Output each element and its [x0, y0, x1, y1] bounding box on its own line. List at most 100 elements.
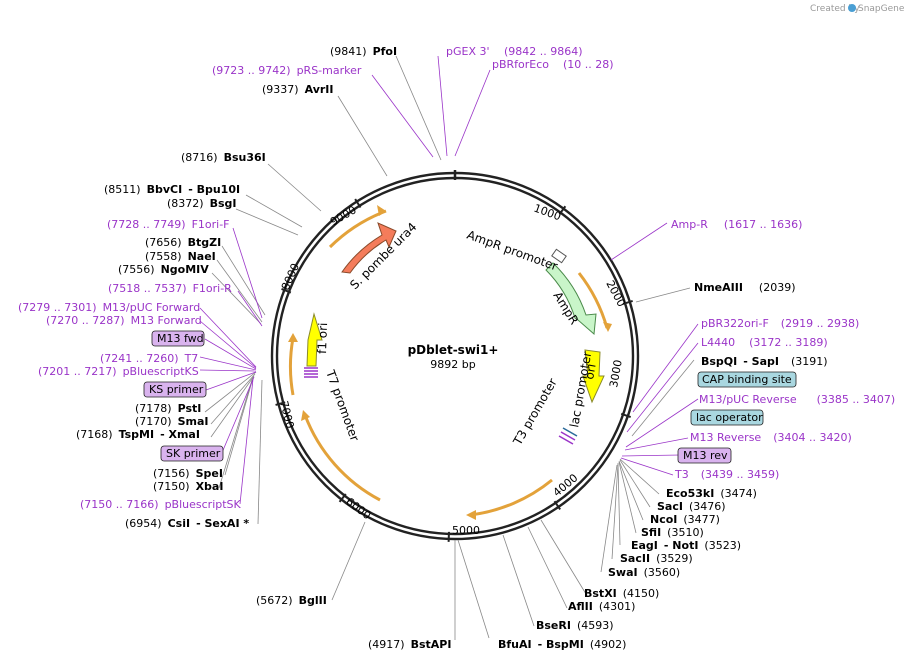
- svg-text:L4440(3172 .. 3189): L4440 (3172 .. 3189): [701, 336, 828, 349]
- t3-range: (3439 .. 3459): [701, 468, 780, 481]
- arrow-f1-ori-region: [288, 337, 295, 396]
- pbr322-name[interactable]: pBR322ori-F: [701, 317, 769, 330]
- bssk-name[interactable]: pBluescriptSK: [165, 498, 242, 511]
- btgzi-name[interactable]: BtgZI: [188, 236, 222, 249]
- svg-text:(7279 .. 7301)M13/pUC Forward: (7279 .. 7301)M13/pUC Forward: [18, 301, 200, 314]
- m13pucrev-name[interactable]: M13/pUC Reverse: [699, 393, 797, 406]
- smai-name[interactable]: SmaI: [178, 415, 209, 428]
- f1-ori-arrow: [306, 312, 323, 367]
- bspmi-name[interactable]: - BspMI: [538, 638, 584, 651]
- bstxi-position: (4150): [623, 587, 660, 600]
- eco53ki-name[interactable]: Eco53kI: [666, 487, 714, 500]
- sacii-name[interactable]: SacII: [620, 552, 650, 565]
- svg-text:(7170)SmaI: (7170) SmaI: [135, 415, 208, 428]
- tick-label-8000: 8000: [279, 261, 302, 292]
- smai-position: (7170): [135, 415, 172, 428]
- sfii-name[interactable]: SfiI: [641, 526, 661, 539]
- svg-text:(8716)Bsu36I: (8716)Bsu36I: [181, 151, 266, 164]
- prs-marker-name[interactable]: pRS-marker: [297, 64, 362, 77]
- psti-name[interactable]: PstI: [178, 402, 202, 415]
- arrow-head-t3-lac: [466, 510, 476, 520]
- aflii-position: (4301): [599, 600, 636, 613]
- pfoi-name[interactable]: PfoI: [373, 45, 398, 58]
- plasmid-name: pDblet-swi1+: [408, 343, 499, 357]
- m13pucf-name[interactable]: M13/pUC Forward: [103, 301, 201, 314]
- label-f1-ori: f1 ori: [315, 322, 330, 354]
- bglii-name[interactable]: BglII: [299, 594, 327, 607]
- l4440-range: (3172 .. 3189): [749, 336, 828, 349]
- bsgi-position: (8372): [167, 197, 204, 210]
- bbvci-name[interactable]: BbvCI: [147, 183, 183, 196]
- avrii-name[interactable]: AvrII: [305, 83, 334, 96]
- bstxi-name[interactable]: BstXI: [584, 587, 617, 600]
- avrii-position: (9337): [262, 83, 299, 96]
- tick-mark: [622, 299, 633, 305]
- t3-name[interactable]: T3: [674, 468, 689, 481]
- xmai-name[interactable]: - XmaI: [160, 428, 200, 441]
- m13-fwd-box[interactable]: M13 fwd: [151, 330, 205, 347]
- nmeaiii-name[interactable]: NmeAIII: [694, 281, 743, 294]
- sk-primer-box[interactable]: SK primer: [160, 445, 224, 462]
- t7-range: (7241 .. 7260): [100, 352, 179, 365]
- bpu10i-name[interactable]: - Bpu10I: [188, 183, 240, 196]
- svg-text:(4917)BstAPI: (4917)BstAPI: [368, 638, 451, 651]
- pgex3-name[interactable]: pGEX 3': [446, 45, 490, 58]
- l4440-name[interactable]: L4440: [701, 336, 735, 349]
- ks-primer-box[interactable]: KS primer: [143, 381, 207, 398]
- csii-name[interactable]: CsiI: [168, 517, 190, 530]
- label-t7-promoter: T7 promoter: [323, 367, 362, 443]
- saci-name[interactable]: SacI: [657, 500, 683, 513]
- bspqi-name[interactable]: BspQI: [701, 355, 737, 368]
- credit: Created by SnapGene: [810, 4, 905, 14]
- svg-text:(7150 .. 7166)pBluescriptSK: (7150 .. 7166)pBluescriptSK: [80, 498, 242, 511]
- cap-binding-site-box[interactable]: CAP binding site: [697, 371, 797, 388]
- svg-text:(7556)NgoMIV: (7556)NgoMIV: [118, 263, 209, 276]
- svg-text:(7178)PstI: (7178)PstI: [135, 402, 201, 415]
- bstapi-name[interactable]: BstAPI: [411, 638, 452, 651]
- bfuai-position: (4902): [590, 638, 627, 651]
- aflii-name[interactable]: AflII: [568, 600, 593, 613]
- ampr-promoter-box: [551, 248, 567, 264]
- sapi-name[interactable]: - SapI: [743, 355, 779, 368]
- t7-name[interactable]: T7: [184, 352, 199, 365]
- tick-mark: [620, 412, 632, 419]
- bseri-name[interactable]: BseRI: [536, 619, 571, 632]
- eagi-name[interactable]: EagI: [631, 539, 658, 552]
- label-ori: ori: [582, 363, 598, 381]
- svg-text:SacII(3529): SacII(3529): [620, 552, 693, 565]
- lac-operator-box[interactable]: lac operator: [690, 409, 764, 426]
- svg-text:SfiI(3510): SfiI(3510): [641, 526, 704, 539]
- f1orir-name[interactable]: F1ori-R: [193, 282, 233, 295]
- naei-position: (7558): [145, 250, 182, 263]
- primer-leader-lines: [199, 55, 699, 505]
- spei-name[interactable]: SpeI: [196, 467, 223, 480]
- ampr-site-name[interactable]: Amp-R: [671, 218, 708, 231]
- tick-label-7000: 7000: [277, 400, 296, 430]
- sexai-name[interactable]: - SexAI *: [196, 517, 249, 530]
- labels-bottom: (5672)BglII (4917)BstAPI BfuAI- BspMI(49…: [256, 587, 659, 651]
- ngomiv-name[interactable]: NgoMIV: [161, 263, 210, 276]
- svg-text:BstXI(4150): BstXI (4150): [584, 587, 659, 600]
- pbrforeco-name[interactable]: pBRforEco: [492, 58, 549, 71]
- naei-name[interactable]: NaeI: [188, 250, 216, 263]
- f1orif-name[interactable]: F1ori-F: [192, 218, 230, 231]
- bfuai-name[interactable]: BfuAI: [498, 638, 532, 651]
- m13f-name[interactable]: M13 Forward: [131, 314, 202, 327]
- svg-text:M13/pUC Reverse(3385 .. 3407): M13/pUC Reverse(3385 .. 3407): [699, 393, 895, 406]
- noti-name[interactable]: - NotI: [664, 539, 699, 552]
- bsgi-name[interactable]: BsgI: [210, 197, 237, 210]
- swai-name[interactable]: SwaI: [608, 566, 638, 579]
- bsks-name[interactable]: pBluescriptKS: [123, 365, 199, 378]
- tspmi-name[interactable]: TspMI: [119, 428, 155, 441]
- xbai-name[interactable]: XbaI: [196, 480, 224, 493]
- ncoi-name[interactable]: NcoI: [650, 513, 677, 526]
- m13-rev-box[interactable]: M13 rev: [677, 447, 732, 464]
- bsu36i-name[interactable]: Bsu36I: [224, 151, 266, 164]
- tick-mark: [281, 287, 292, 294]
- tick-label-3000: 3000: [607, 359, 625, 389]
- svg-text:(6954)CsiI- SexAI *: (6954)CsiI- SexAI *: [125, 517, 249, 530]
- nmeaiii-position: (2039): [759, 281, 796, 294]
- m13reverse-name[interactable]: M13 Reverse: [690, 431, 761, 444]
- svg-text:(7168)TspMI- XmaI: (7168)TspMI- XmaI: [76, 428, 200, 441]
- svg-text:M13 Reverse(3404 .. 3420): M13 Reverse(3404 .. 3420): [690, 431, 852, 444]
